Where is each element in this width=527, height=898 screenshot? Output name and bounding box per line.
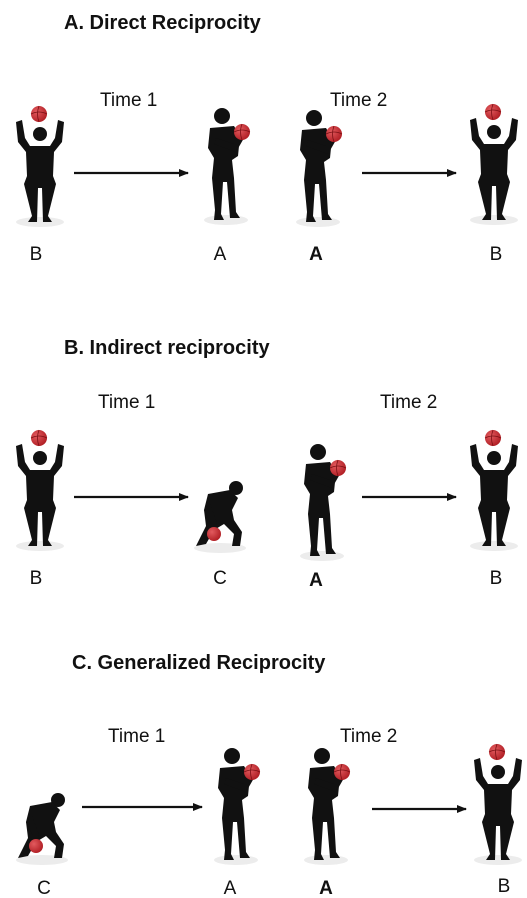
right-arrow-icon — [362, 169, 457, 177]
right-arrow-icon — [362, 493, 457, 501]
panel-a-label-3: A — [309, 244, 323, 265]
right-arrow-icon — [82, 803, 203, 811]
panel-b-time1-label: Time 1 — [98, 392, 156, 413]
player-chest-icon — [295, 109, 343, 228]
player-overhead-icon — [469, 103, 519, 226]
panel-b-label-4: B — [489, 568, 503, 589]
player-crouch-icon — [16, 793, 68, 865]
player-overhead-icon — [469, 429, 519, 552]
panel-a-label-4: B — [489, 244, 503, 265]
player-chest-icon — [213, 747, 261, 866]
player-overhead-icon — [473, 743, 523, 866]
panel-c-label-2: A — [223, 878, 237, 898]
panel-c-label-4: B — [497, 876, 511, 897]
panel-b-label-1: B — [29, 568, 43, 589]
panel-a-time1-label: Time 1 — [100, 90, 158, 111]
panel-c-title: C. Generalized Reciprocity — [72, 652, 326, 674]
panel-a-label-2: A — [213, 244, 227, 265]
panel-c-label-1: C — [37, 878, 51, 898]
right-arrow-icon — [74, 169, 189, 177]
player-overhead-icon — [15, 429, 65, 552]
panel-a-label-1: B — [29, 244, 43, 265]
panel-a-time2-label: Time 2 — [330, 90, 388, 111]
panel-b-title: B. Indirect reciprocity — [64, 337, 270, 359]
player-chest-icon — [299, 443, 347, 562]
player-overhead-icon — [15, 105, 65, 228]
panel-b-label-3: A — [309, 570, 323, 591]
panel-a-title: A. Direct Reciprocity — [64, 12, 261, 34]
player-chest-icon — [203, 107, 251, 226]
panel-b-time2-label: Time 2 — [380, 392, 438, 413]
right-arrow-icon — [74, 493, 189, 501]
right-arrow-icon — [372, 805, 467, 813]
panel-c-time2-label: Time 2 — [340, 726, 398, 747]
panel-c-label-3: A — [319, 878, 333, 898]
player-chest-icon — [303, 747, 351, 866]
panel-c-time1-label: Time 1 — [108, 726, 166, 747]
panel-b-label-2: C — [213, 568, 227, 589]
player-crouch-icon — [194, 481, 246, 553]
